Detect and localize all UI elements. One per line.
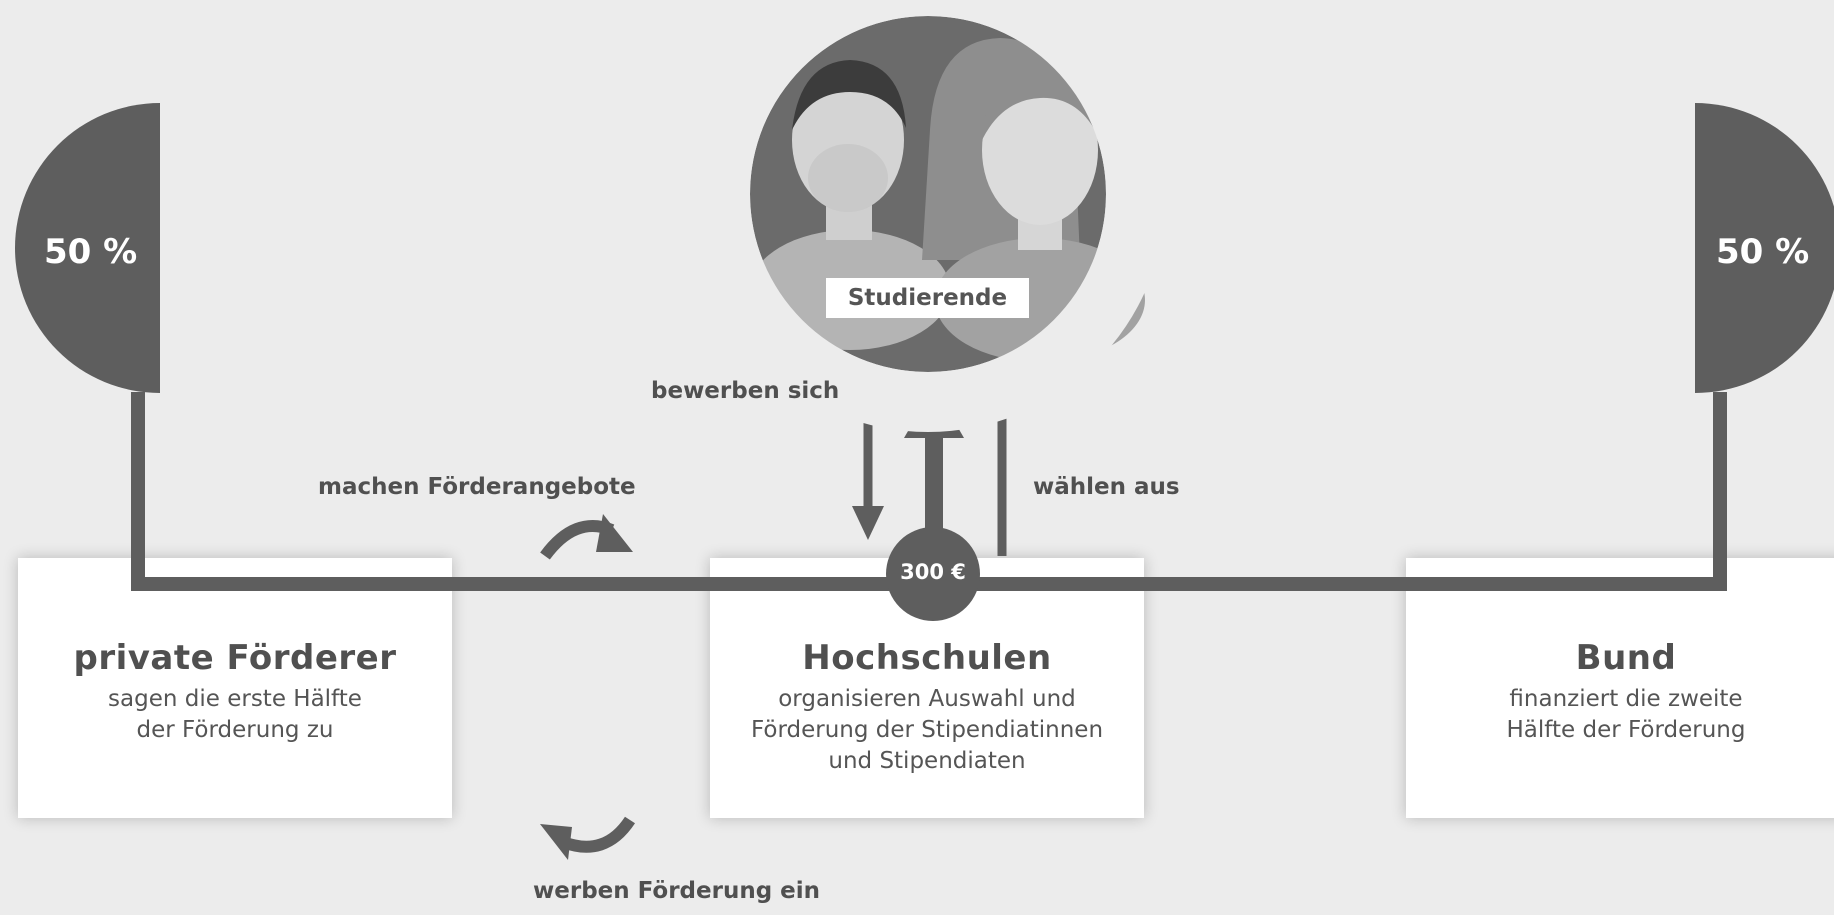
private-funders-desc-1: sagen die erste Hälfte	[108, 686, 362, 712]
left-half-circle	[15, 103, 160, 393]
recruit-label: werben Förderung ein	[533, 878, 821, 904]
select-arrow-head	[986, 376, 1018, 410]
offers-label: machen Förderangebote	[318, 474, 636, 500]
universities-desc-3: und Stipendiaten	[828, 748, 1026, 774]
private-funders-title: private Förderer	[73, 638, 397, 678]
universities-title: Hochschulen	[802, 638, 1052, 678]
payment-arrow-head	[904, 386, 964, 438]
apply-label: bewerben sich	[651, 378, 840, 404]
amount-label: 300 €	[900, 560, 966, 584]
recruit-curved-arrow	[560, 816, 636, 853]
right-half-circle	[1695, 103, 1834, 393]
universities-desc-1: organisieren Auswahl und	[778, 686, 1076, 712]
students-label: Studierende	[826, 278, 1029, 318]
amount-circle	[886, 527, 980, 621]
students-photo	[750, 38, 1145, 362]
select-label: wählen aus	[1033, 474, 1180, 500]
federal-title: Bund	[1575, 638, 1677, 678]
apply-arrow-head	[852, 506, 884, 540]
percent-left: 50 %	[44, 232, 138, 272]
private-funders-box: private Förderer sagen die erste Hälfte …	[18, 558, 452, 818]
recruit-curved-arrow-head	[540, 824, 572, 860]
federal-desc-2: Hälfte der Förderung	[1506, 717, 1746, 743]
federal-desc-1: finanziert die zweite	[1509, 686, 1743, 712]
percent-right: 50 %	[1716, 232, 1810, 272]
federal-box: Bund finanziert die zweite Hälfte der Fö…	[1406, 558, 1834, 818]
private-funders-desc-2: der Förderung zu	[136, 717, 334, 743]
universities-desc-2: Förderung der Stipendiatinnen	[750, 717, 1104, 743]
offers-curved-arrow-head	[596, 514, 633, 552]
